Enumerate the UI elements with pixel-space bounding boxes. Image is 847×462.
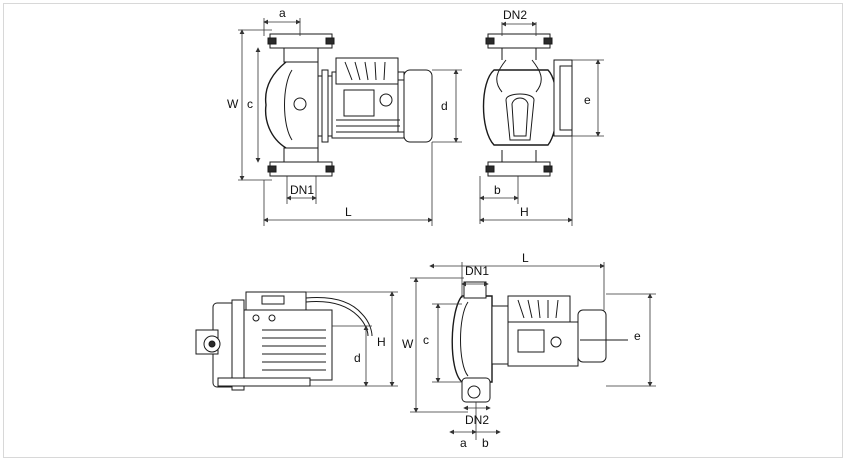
iso-dim-a: a — [460, 436, 467, 450]
side-dim-dn2: DN2 — [503, 8, 527, 22]
iso-dim-dn2: DN2 — [465, 413, 489, 427]
front-dim-dn1: DN1 — [290, 183, 314, 197]
diagram-frame — [3, 3, 843, 458]
front-dim-d: d — [441, 99, 448, 113]
side-dim-H: H — [520, 205, 529, 219]
small-pump-view: d H — [195, 291, 398, 391]
side-view: DN2 e b H — [479, 8, 604, 226]
front-dim-a: a — [279, 6, 286, 20]
small-dim-d: d — [354, 351, 361, 365]
iso-dim-W: W — [402, 337, 414, 351]
iso-dim-dn1: DN1 — [465, 264, 489, 278]
iso-dim-c: c — [423, 333, 429, 347]
front-dim-c: c — [247, 97, 253, 111]
side-dim-b: b — [494, 183, 501, 197]
iso-dim-b: b — [482, 436, 489, 450]
front-view: a W c d DN1 L — [227, 6, 462, 226]
iso-pump-view: DN1 L W c e DN2 a b — [402, 251, 656, 450]
iso-dim-e: e — [634, 329, 641, 343]
front-dim-L: L — [345, 205, 352, 219]
small-dim-H: H — [377, 335, 386, 349]
iso-dim-L: L — [522, 251, 529, 265]
side-dim-e: e — [584, 93, 591, 107]
front-dim-W: W — [227, 97, 239, 111]
